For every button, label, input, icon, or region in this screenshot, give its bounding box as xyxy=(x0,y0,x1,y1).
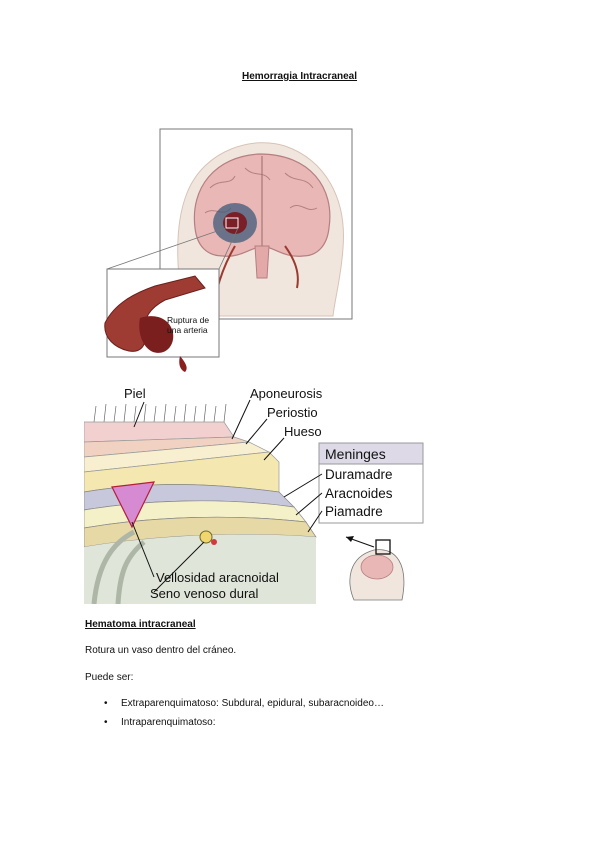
section-heading: Hematoma intracraneal xyxy=(85,619,196,630)
brain-hemorrhage-figure: Ruptura de una arteria xyxy=(104,128,353,372)
bullet-text: Extraparenquimatoso: Subdural, epidural,… xyxy=(121,698,384,709)
bullet-item: • Extraparenquimatoso: Subdural, epidura… xyxy=(85,697,384,716)
meninges-item-piamadre: Piamadre xyxy=(325,504,383,519)
label-vellosidad: Vellosidad aracnoidal xyxy=(156,570,279,585)
bullet-dot-icon: • xyxy=(104,717,108,728)
bullet-text: Intraparenquimatoso: xyxy=(121,717,216,728)
label-periostio: Periostio xyxy=(267,405,318,420)
meninges-title: Meninges xyxy=(325,446,386,462)
meninges-item-duramadre: Duramadre xyxy=(325,467,393,482)
page-title: Hemorragia Intracraneal xyxy=(241,71,358,82)
bullet-item: • Intraparenquimatoso: xyxy=(85,716,384,735)
meninges-item-aracnoides: Aracnoides xyxy=(325,486,393,501)
meninges-diagram: Piel Aponeurosis Periostio Hueso Meninge… xyxy=(84,386,424,604)
paragraph-puede-ser: Puede ser: xyxy=(85,672,134,683)
label-piel: Piel xyxy=(124,386,146,401)
label-aponeurosis: Aponeurosis xyxy=(250,386,323,401)
bullet-list: • Extraparenquimatoso: Subdural, epidura… xyxy=(85,697,384,735)
label-hueso: Hueso xyxy=(284,424,322,439)
callout-label-line2: una arteria xyxy=(167,325,208,335)
callout-label-line1: Ruptura de xyxy=(167,315,209,325)
paragraph-rotura: Rotura un vaso dentro del cráneo. xyxy=(85,645,237,656)
bullet-dot-icon: • xyxy=(104,698,108,709)
label-seno: Seno venoso dural xyxy=(150,586,259,601)
